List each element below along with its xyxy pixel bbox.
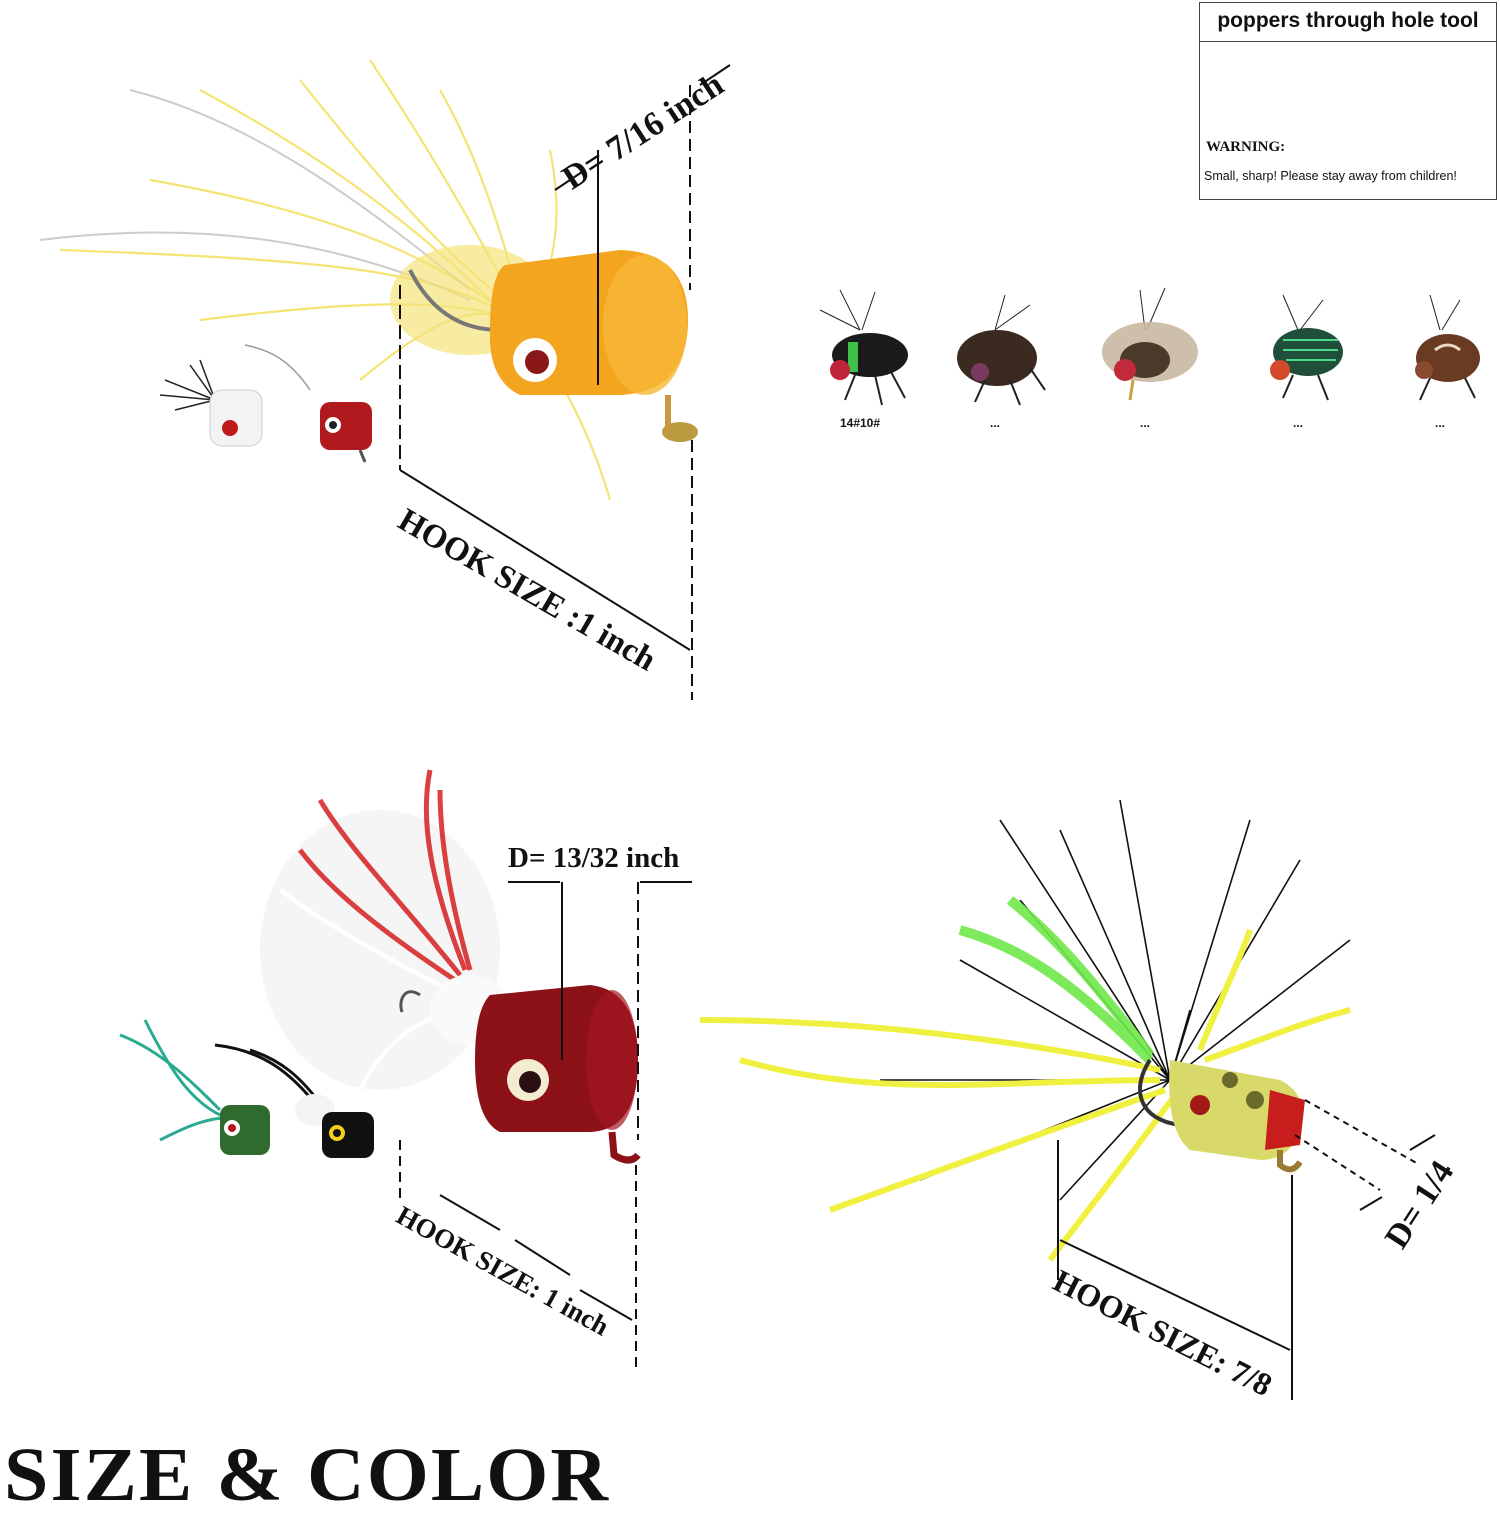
fly-brown-shell-icon bbox=[1415, 294, 1480, 401]
size-color-banner: SIZE & COLOR bbox=[4, 1433, 611, 1517]
fly-brown-hair-icon bbox=[957, 294, 1046, 406]
fly-caption: ... bbox=[989, 416, 1000, 430]
bottom-left-diameter-label: D= 13/32 inch bbox=[508, 842, 680, 874]
fly-item: 14#10# bbox=[800, 280, 920, 430]
fly-tan-hair-icon bbox=[1102, 287, 1198, 401]
small-red-popper-image bbox=[244, 344, 372, 463]
green-popper-image bbox=[119, 1019, 270, 1155]
fly-caption: 14#10# bbox=[839, 416, 881, 430]
fly-green-shell-icon bbox=[1270, 294, 1343, 401]
fly-green-band-icon bbox=[819, 289, 908, 406]
fly-item: ... bbox=[935, 280, 1055, 430]
red-popper-image bbox=[260, 769, 641, 1164]
flies-row: 14#10# ... ... ... bbox=[800, 280, 1500, 450]
yellow-popper-image bbox=[39, 59, 698, 501]
bottom-right-dimension-lines bbox=[1057, 1099, 1436, 1400]
tool-box-title: poppers through hole tool bbox=[1200, 3, 1496, 42]
tool-box-note: Small, sharp! Please stay away from chil… bbox=[1204, 169, 1457, 183]
bottom-left-dimension-lines bbox=[399, 881, 692, 1370]
tool-box: poppers through hole tool WARNING: Small… bbox=[1199, 2, 1497, 200]
top-dimension-lines bbox=[399, 64, 731, 700]
tool-box-warning: WARNING: bbox=[1206, 139, 1286, 155]
fly-item: ... bbox=[1380, 280, 1500, 430]
fly-caption: ... bbox=[1292, 416, 1303, 430]
fly-item: ... bbox=[1238, 280, 1358, 430]
fly-caption: ... bbox=[1139, 416, 1150, 430]
black-popper-image bbox=[214, 1043, 374, 1158]
frog-popper-image bbox=[699, 799, 1351, 1262]
fly-item: ... bbox=[1085, 280, 1205, 430]
white-popper-image bbox=[159, 359, 263, 447]
fly-caption: ... bbox=[1434, 416, 1445, 430]
